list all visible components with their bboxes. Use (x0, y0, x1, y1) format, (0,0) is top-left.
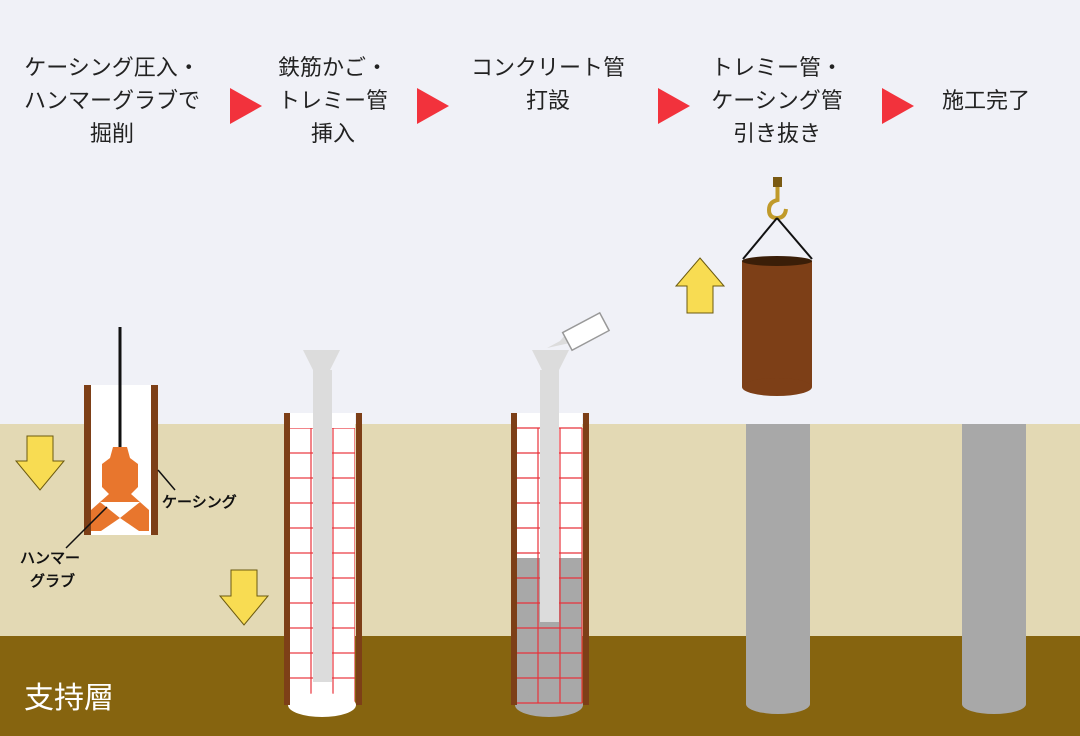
tremie-hopper (532, 350, 569, 370)
tremie-hopper (303, 350, 340, 370)
bearing-layer-label: 支持層 (24, 681, 114, 716)
step-1-label: ケーシング圧入・ ハンマーグラブで 掘削 (23, 56, 200, 147)
hammer-grab (91, 447, 149, 531)
stage-1-excavation: ケーシング ハンマー グラブ (14, 327, 237, 590)
stage-3-concrete-pouring (511, 311, 611, 717)
down-arrow-icon (218, 569, 270, 626)
tremie-pipe (313, 370, 332, 682)
tremie-pipe (540, 370, 559, 622)
hammer-grab-label: ハンマー (20, 549, 80, 567)
concrete-pile (746, 424, 810, 704)
stage-4-extraction (674, 177, 813, 714)
up-arrow-icon (674, 257, 726, 314)
step-arrow-icon (417, 88, 449, 124)
concrete-chute-pipe (561, 311, 611, 352)
crane-hook-icon (773, 177, 782, 187)
casing-label: ケーシング (162, 493, 237, 511)
casing-left-wall (511, 413, 517, 705)
step-4-label: トレミー管・ ケーシング管 引き抜き (710, 56, 843, 147)
down-arrow-icon (14, 435, 66, 491)
step-arrow-icon (230, 88, 262, 124)
concrete-pile (962, 424, 1026, 704)
casing-right-wall (151, 385, 158, 535)
casing-right-wall (356, 413, 362, 705)
step-2-label: 鉄筋かご・ トレミー管 挿入 (277, 56, 388, 147)
stage-2-cage-insertion (218, 350, 362, 717)
stage-5-completed-pile (962, 424, 1026, 714)
casing-right-wall (583, 413, 589, 705)
step-arrow-icon (658, 88, 690, 124)
step-5-label: 施工完了 (941, 89, 1030, 114)
casing-left-wall (284, 413, 290, 705)
step-3-label: コンクリート管 打設 (470, 56, 625, 114)
hammer-grab-label-2: グラブ (30, 572, 75, 590)
extracted-casing (742, 261, 812, 387)
concrete-chute (547, 335, 570, 348)
casing-left-wall (84, 385, 91, 535)
step-arrow-icon (882, 88, 914, 124)
